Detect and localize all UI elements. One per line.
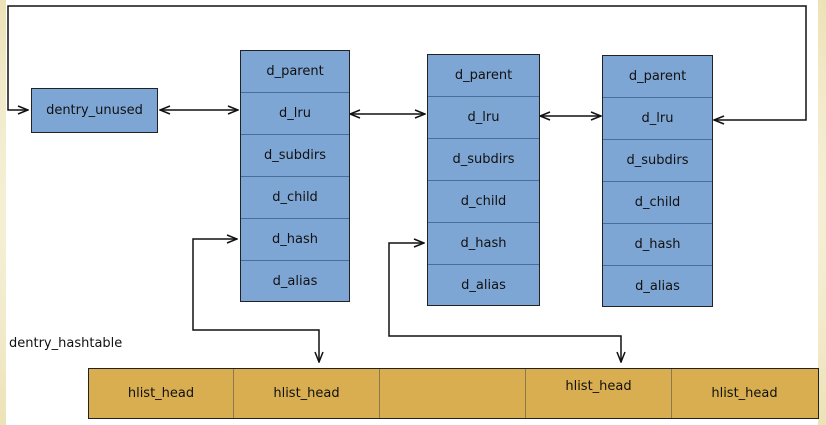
dentry-2-field-d-hash: d_hash (428, 223, 539, 265)
dentry-hashtable: hlist_head hlist_head hlist_head hlist_h… (88, 368, 819, 419)
dentry-struct-2: d_parent d_lru d_subdirs d_child d_hash … (427, 54, 540, 306)
dentry-1-field-d-parent: d_parent (241, 51, 349, 93)
hashtable-slot-1: hlist_head (89, 369, 234, 418)
dentry-1-field-d-hash: d_hash (241, 219, 349, 261)
dentry-3-field-d-subdirs: d_subdirs (603, 140, 712, 182)
dentry-2-field-d-parent: d_parent (428, 55, 539, 97)
hash-chain-arrow-2 (388, 243, 621, 362)
hashtable-label: dentry_hashtable (9, 336, 123, 351)
dentry-1-field-d-child: d_child (241, 177, 349, 219)
dentry-1-field-d-lru: d_lru (241, 93, 349, 135)
dentry-struct-1: d_parent d_lru d_subdirs d_child d_hash … (240, 50, 350, 302)
dentry-3-field-d-lru: d_lru (603, 98, 712, 140)
hashtable-slot-2: hlist_head (234, 369, 380, 418)
hashtable-slot-4: hlist_head (526, 369, 672, 418)
dentry-unused-box: dentry_unused (31, 88, 158, 133)
dentry-2-field-d-child: d_child (428, 181, 539, 223)
dentry-3-field-d-hash: d_hash (603, 224, 712, 266)
lru-wraparound-arrow (7, 5, 807, 120)
dentry-3-field-d-parent: d_parent (603, 56, 712, 98)
dentry-1-field-d-alias: d_alias (272, 273, 318, 289)
hash-chain-arrow-1 (192, 239, 319, 362)
dentry-1-field-d-subdirs: d_subdirs (241, 135, 349, 177)
dentry-3-field-d-child: d_child (603, 182, 712, 224)
dentry-3-field-d-alias: d_alias (635, 278, 680, 294)
dentry-unused-label: dentry_unused (46, 103, 143, 118)
dentry-2-field-d-lru: d_lru (428, 97, 539, 139)
hashtable-slot-5: hlist_head (711, 386, 778, 401)
dentry-struct-3: d_parent d_lru d_subdirs d_child d_hash … (602, 55, 713, 307)
dentry-2-field-d-alias: d_alias (461, 277, 506, 293)
hashtable-slot-3 (380, 369, 526, 418)
dentry-2-field-d-subdirs: d_subdirs (428, 139, 539, 181)
